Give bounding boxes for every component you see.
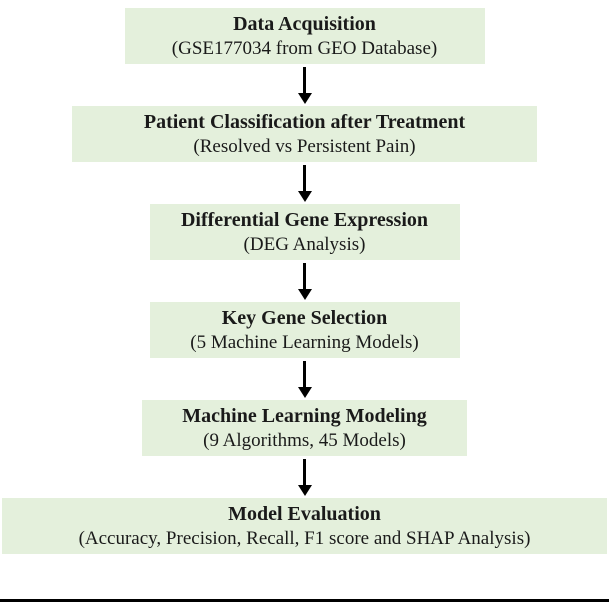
step-title: Data Acquisition — [233, 12, 376, 35]
arrow-shaft — [303, 361, 306, 387]
step-subtitle: (Accuracy, Precision, Recall, F1 score a… — [78, 527, 531, 549]
arrow-head — [297, 387, 312, 398]
flow-step-data-acquisition: Data Acquisition (GSE177034 from GEO Dat… — [124, 8, 485, 64]
flow-step-patient-classification: Patient Classification after Treatment (… — [72, 106, 537, 162]
flow-step-key-gene-selection: Key Gene Selection (5 Machine Learning M… — [149, 302, 460, 358]
step-title: Differential Gene Expression — [180, 208, 429, 231]
flow-step-model-evaluation: Model Evaluation (Accuracy, Precision, R… — [2, 498, 607, 554]
arrow-head — [297, 93, 312, 104]
down-arrow-icon — [297, 162, 312, 204]
down-arrow-icon — [297, 64, 312, 106]
flow-step-differential-gene-expression: Differential Gene Expression (DEG Analys… — [149, 204, 460, 260]
step-subtitle: (DEG Analysis) — [243, 233, 366, 255]
down-arrow-icon — [297, 260, 312, 302]
arrow-shaft — [303, 459, 306, 485]
step-title: Model Evaluation — [228, 502, 381, 525]
bottom-border-line — [0, 599, 609, 602]
flow-step-machine-learning-modeling: Machine Learning Modeling (9 Algorithms,… — [142, 400, 467, 456]
step-subtitle: (GSE177034 from GEO Database) — [171, 37, 438, 59]
step-title: Patient Classification after Treatment — [143, 110, 466, 133]
step-title: Key Gene Selection — [221, 306, 388, 329]
arrow-shaft — [303, 67, 306, 93]
down-arrow-icon — [297, 358, 312, 400]
arrow-head — [297, 191, 312, 202]
step-subtitle: (9 Algorithms, 45 Models) — [203, 429, 406, 451]
arrow-shaft — [303, 263, 306, 289]
down-arrow-icon — [297, 456, 312, 498]
step-subtitle: (Resolved vs Persistent Pain) — [193, 135, 416, 157]
step-title: Machine Learning Modeling — [182, 404, 427, 427]
arrow-head — [297, 485, 312, 496]
arrow-shaft — [303, 165, 306, 191]
arrow-head — [297, 289, 312, 300]
step-subtitle: (5 Machine Learning Models) — [190, 331, 419, 353]
